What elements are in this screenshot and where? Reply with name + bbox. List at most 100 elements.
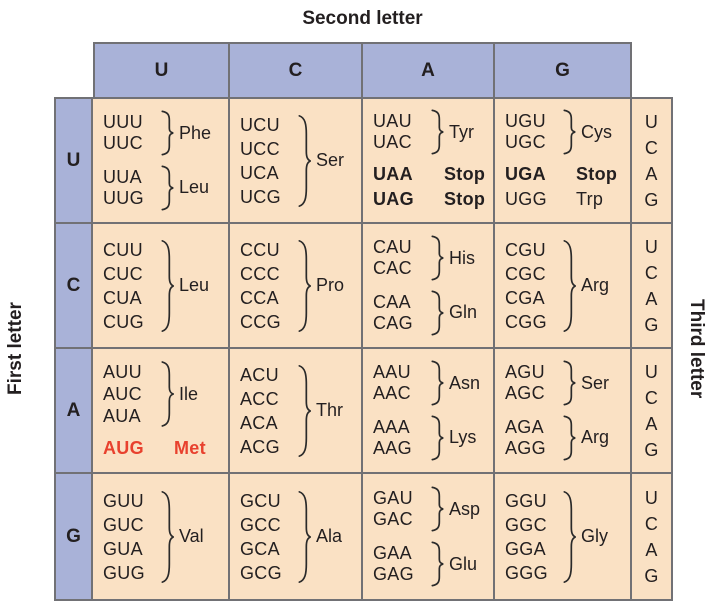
amino-acid-label: Leu [179, 275, 210, 295]
codon-list: UAU UAC [373, 111, 412, 152]
codon-line: UGA Stop [505, 162, 617, 187]
codon: UAG [373, 189, 414, 209]
cell-CA: CAU CAC His CAA CAG Gln [363, 224, 495, 349]
amino-acid-label: Lys [449, 427, 477, 448]
codon-list: UGU UGC [505, 111, 546, 152]
codon-group: CAU CAC His [373, 235, 475, 281]
codon-list: GCU GCC GCA GCG [240, 490, 282, 583]
cell-CC: CCU CCC CCA CCG Pro [230, 224, 363, 349]
codon-group: GGU GGC GGA GGG Gly [505, 489, 608, 585]
stop-label: Stop [444, 189, 486, 209]
codon-list: CUU CUC CUA CUG [103, 239, 144, 332]
cell-AU: AUU AUC AUA Ile AUG Met [93, 349, 230, 474]
codon-list: GAA GAG [373, 543, 414, 584]
amino-acid-label: Leu [179, 177, 210, 198]
brace-icon [563, 415, 576, 461]
brace-icon [563, 239, 576, 332]
brace-icon [563, 360, 576, 406]
codon-group: UUA UUG Leu [103, 165, 209, 211]
amino-acid-label: Tyr [449, 121, 474, 142]
row-header-C: C [56, 224, 93, 349]
cell-GG: GGU GGC GGA GGG Gly [495, 474, 632, 599]
cell-GU: GUU GUC GUA GUG Val [93, 474, 230, 599]
brace-icon [431, 415, 444, 461]
codon-group: AUU AUC AUA Ile [103, 360, 198, 428]
codon: AUG [103, 438, 144, 458]
codon-group: UUU UUC Phe [103, 110, 211, 156]
column-header-U: U [95, 44, 230, 97]
amino-acid-label: Ile [179, 383, 199, 404]
codon-line: UGG Trp [505, 187, 617, 212]
brace-icon [298, 239, 311, 332]
codon: UAA [373, 164, 413, 184]
codon-group: CUU CUC CUA CUG Leu [103, 238, 209, 334]
codon-line: UAA Stop [373, 162, 485, 187]
second-letter-header-row: U C A G [93, 42, 632, 97]
codon-list: UUA UUG [103, 166, 144, 208]
brace-icon [431, 486, 444, 532]
third-letter-cell: U C A G [632, 474, 671, 599]
codon-line: UAG Stop [373, 187, 485, 212]
codon-list: CCU CCC CCA CCG [240, 239, 281, 332]
amino-acid-label: Met [174, 438, 206, 458]
codon-group: CAA CAG Gln [373, 290, 477, 336]
brace-icon [431, 541, 444, 587]
codon-group: AAU AAC Asn [373, 360, 480, 406]
codon-group: GUU GUC GUA GUG Val [103, 489, 204, 585]
stop-codon-lines: UAA Stop UAG Stop [373, 162, 485, 212]
third-letter-cell: U C A G [632, 99, 671, 224]
cell-AA: AAU AAC Asn AAA AAG Lys [363, 349, 495, 474]
column-header-C: C [230, 44, 363, 97]
codon-group: GCU GCC GCA GCG Ala [240, 489, 342, 585]
codon-list: AAU AAC [373, 362, 411, 404]
brace-icon [161, 490, 174, 583]
brace-icon [563, 109, 576, 155]
amino-acid-label: Trp [576, 189, 604, 209]
first-letter-title: First letter [5, 302, 26, 396]
codon-list: GUU GUC GUA GUG [103, 490, 145, 583]
row-header-G: G [56, 474, 93, 599]
cell-CG: CGU CGC CGA CGG Arg [495, 224, 632, 349]
codon-list: AAA AAG [373, 416, 412, 458]
amino-acid-label: Cys [581, 121, 612, 142]
codon-grid: U UUU UUC Phe UUA UUG Leu UCU UCC UCA UC… [54, 97, 673, 601]
codon-list: GAU GAC [373, 488, 413, 529]
brace-icon [161, 110, 174, 156]
brace-icon [431, 109, 444, 155]
third-letter-cell: U C A G [632, 224, 671, 349]
cell-UG: UGU UGC Cys UGA Stop UGG Trp [495, 99, 632, 224]
codon-group: GAU GAC Asp [373, 486, 480, 532]
codon-list: AGU AGC [505, 362, 545, 404]
cell-GC: GCU GCC GCA GCG Ala [230, 474, 363, 599]
codon-list: CGU CGC CGA CGG [505, 239, 547, 332]
codon-group: AGU AGC Ser [505, 360, 609, 406]
amino-acid-label: Asn [449, 372, 481, 393]
amino-acid-label: Arg [581, 427, 610, 448]
amino-acid-label: Thr [316, 400, 343, 420]
brace-icon [161, 361, 174, 427]
cell-AC: ACU ACC ACA ACG Thr [230, 349, 363, 474]
amino-acid-label: Pro [316, 275, 345, 295]
codon-list: CAA CAG [373, 291, 413, 333]
start-codon-line: AUG Met [103, 436, 206, 461]
cell-AG: AGU AGC Ser AGA AGG Arg [495, 349, 632, 474]
row-header-A: A [56, 349, 93, 474]
column-header-A: A [363, 44, 495, 97]
amino-acid-label: Val [179, 526, 204, 546]
codon-list: ACU ACC ACA ACG [240, 364, 280, 457]
codon-group: AAA AAG Lys [373, 415, 476, 461]
brace-icon [431, 290, 444, 336]
codon-list: AGA AGG [505, 416, 546, 458]
codon-group: CGU CGC CGA CGG Arg [505, 238, 609, 334]
codon-lines: UGA Stop UGG Trp [505, 162, 617, 212]
amino-acid-label: Ser [581, 372, 610, 393]
amino-acid-label: Ala [316, 526, 343, 546]
brace-icon [161, 165, 174, 211]
codon-group: CCU CCC CCA CCG Pro [240, 238, 344, 334]
brace-icon [563, 490, 576, 583]
brace-icon [431, 360, 444, 406]
cell-CU: CUU CUC CUA CUG Leu [93, 224, 230, 349]
brace-icon [161, 239, 174, 332]
codon-group: UGU UGC Cys [505, 109, 612, 155]
